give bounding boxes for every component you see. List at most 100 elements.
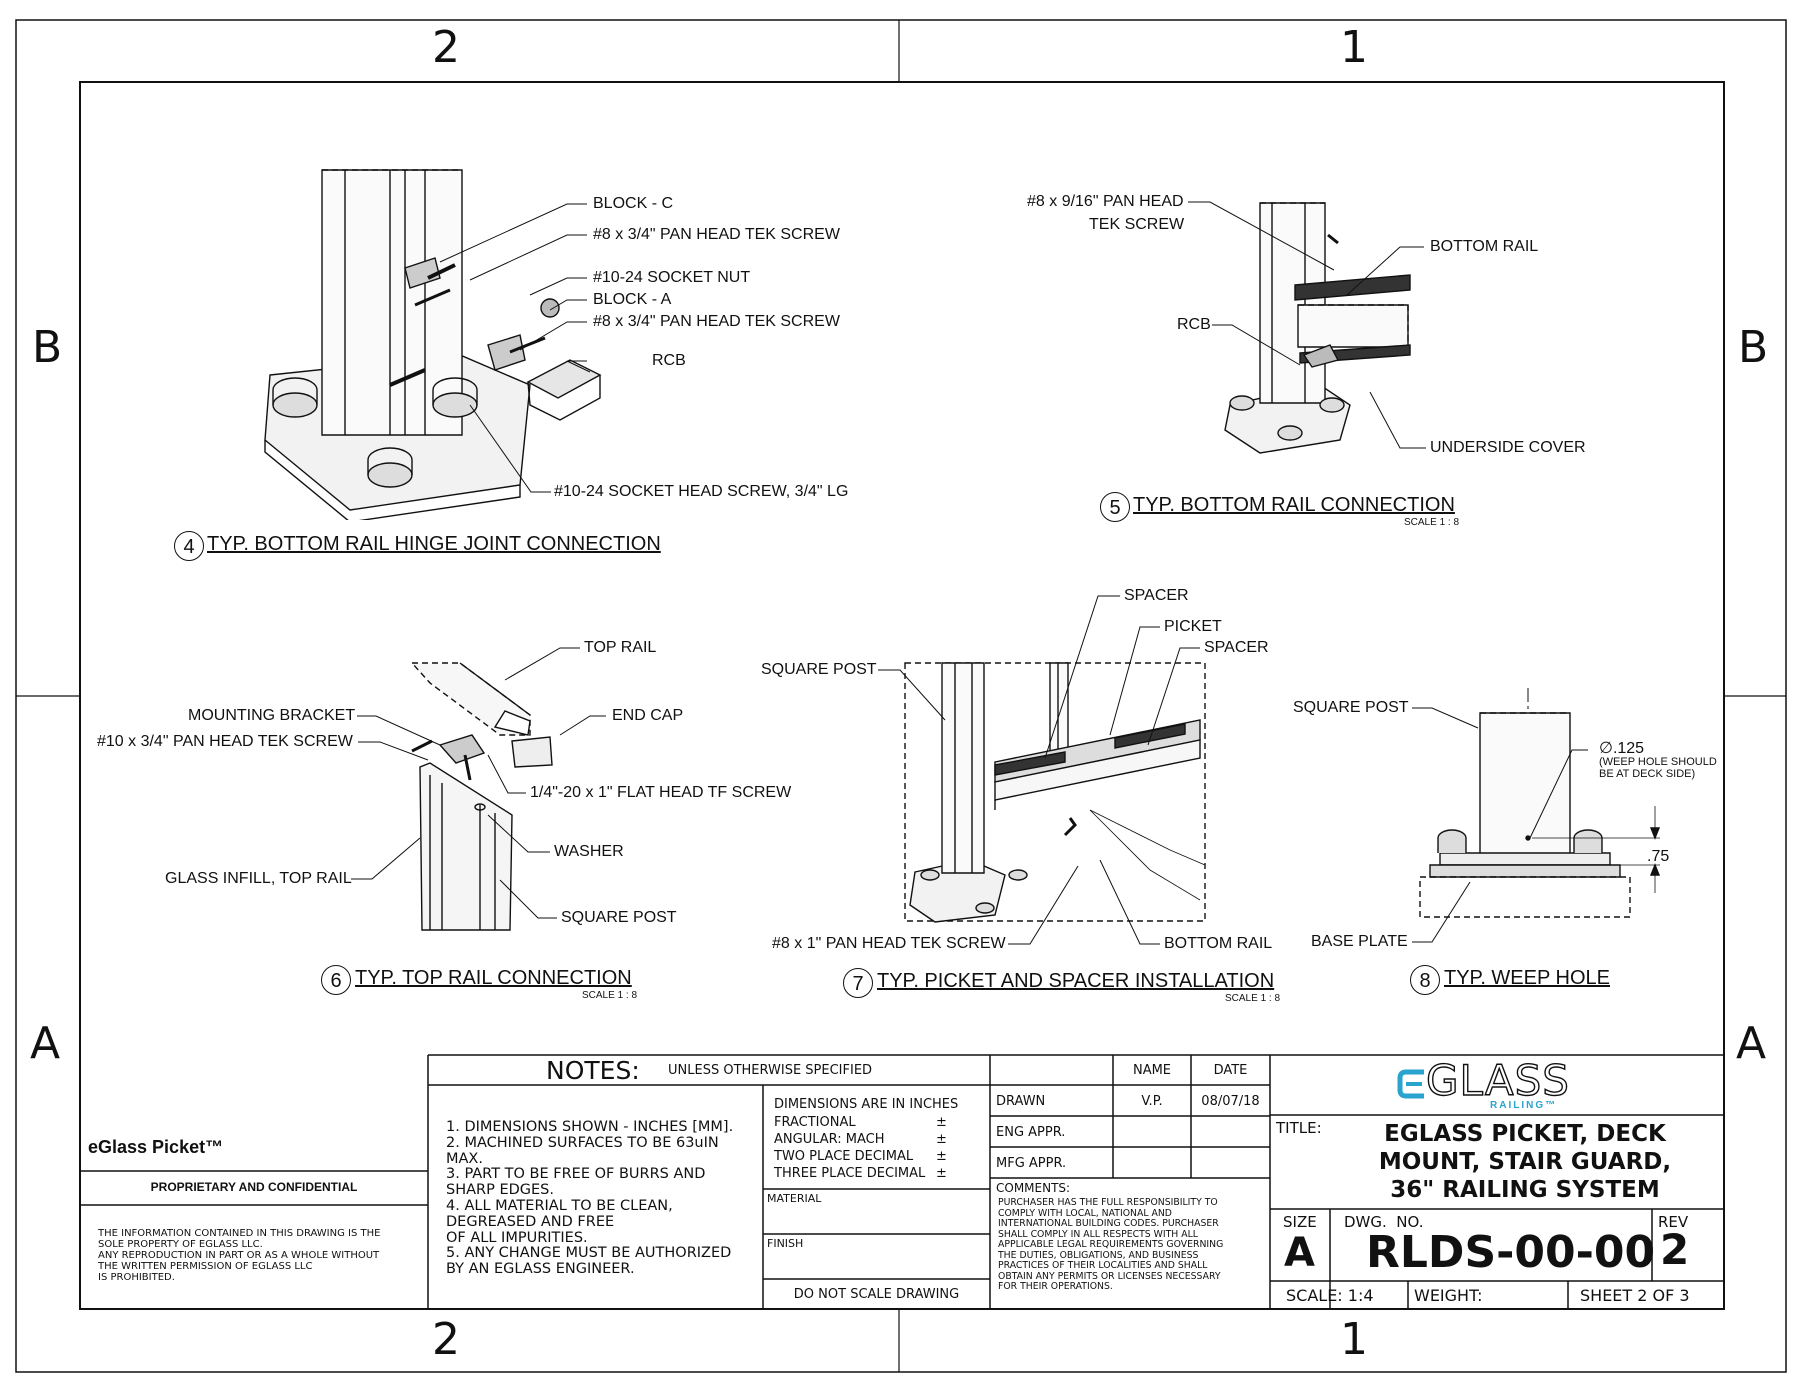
view8-number: 8: [1410, 965, 1440, 995]
material-label: MATERIAL: [767, 1192, 822, 1205]
zone-label-right-a: A: [1736, 1018, 1767, 1069]
sheet-value: SHEET 2 OF 3: [1580, 1286, 1690, 1305]
name-header: NAME: [1132, 1063, 1172, 1078]
view5-number: 5: [1100, 492, 1130, 522]
logo-e-icon: [1396, 1066, 1428, 1100]
view7-number: 7: [843, 968, 873, 998]
view4-illustration: [250, 160, 670, 520]
title-line: EGLASS PICKET, DECK: [1384, 1121, 1666, 1147]
comment-line: PURCHASER HAS THE FULL RESPONSIBILITY TO: [998, 1197, 1218, 1208]
view4-number: 4: [174, 531, 204, 561]
tolerance-label: FRACTIONAL: [774, 1115, 856, 1130]
note-line: 2. MACHINED SURFACES TO BE 63uIN: [446, 1134, 719, 1151]
callout-pan-head-916: #8 x 9/16" PAN HEAD: [1027, 193, 1184, 210]
comment-line: SHALL COMPLY IN ALL RESPECTS WITH ALL: [998, 1228, 1198, 1240]
note-line: MAX.: [446, 1150, 483, 1167]
proprietary-heading: PROPRIETARY AND CONFIDENTIAL: [150, 1180, 358, 1194]
callout-rcb-5: RCB: [1177, 316, 1211, 333]
note-line: 1. DIMENSIONS SHOWN - INCHES [MM].: [446, 1119, 734, 1135]
callout-pan-head-screw-1: #8 x 3/4" PAN HEAD TEK SCREW: [593, 226, 840, 243]
dwg-no-value: RLDS-00-00: [1366, 1227, 1656, 1278]
callout-picket: PICKET: [1164, 618, 1222, 635]
tolerance-rows: FRACTIONAL± ANGULAR: MACH ± TWO PLACE DEC…: [774, 1114, 984, 1182]
size-value: A: [1284, 1230, 1315, 1276]
scale-value: SCALE: 1:4: [1286, 1286, 1374, 1305]
title-label: TITLE:: [1276, 1119, 1322, 1137]
callout-mounting-bracket: MOUNTING BRACKET: [188, 707, 356, 724]
zone-label-right-b: B: [1738, 322, 1769, 373]
drawn-name: V.P.: [1141, 1094, 1163, 1109]
rev-label: REV: [1658, 1213, 1689, 1231]
title-line: 36" RAILING SYSTEM: [1390, 1177, 1660, 1203]
comment-line: FOR THEIR OPERATIONS.: [998, 1281, 1113, 1292]
callout-square-post-8: SQUARE POST: [1293, 699, 1409, 716]
callout-top-rail: TOP RAIL: [584, 639, 657, 656]
weight-label: WEIGHT:: [1414, 1286, 1483, 1305]
callout-socket-nut: #10-24 SOCKET NUT: [593, 269, 751, 286]
note-line: 4. ALL MATERIAL TO BE CLEAN,: [446, 1197, 673, 1214]
callout-square-post-7: SQUARE POST: [761, 661, 877, 678]
callout-block-c: BLOCK - C: [593, 195, 674, 212]
logo-subtext: RAILING™: [1490, 1100, 1558, 1111]
logo-text: GLASS: [1425, 1056, 1570, 1105]
title-line: MOUNT, STAIR GUARD,: [1378, 1149, 1672, 1175]
note-line: BY AN EGLASS ENGINEER.: [446, 1261, 635, 1278]
callout-base-plate: BASE PLATE: [1311, 933, 1408, 950]
comment-line: OBTAIN ANY PERMITS OR LICENSES NECESSARY: [998, 1270, 1221, 1282]
eng-appr-label: ENG APPR.: [996, 1125, 1066, 1140]
tolerance-label: THREE PLACE DECIMAL: [774, 1166, 926, 1181]
callout-block-a: BLOCK - A: [593, 291, 672, 308]
tolerance-row: THREE PLACE DECIMAL±: [774, 1165, 984, 1182]
proprietary-text: THE INFORMATION CONTAINED IN THIS DRAWIN…: [98, 1228, 418, 1283]
callout-10-pan-head-screw: #10 x 3/4" PAN HEAD TEK SCREW: [97, 733, 353, 750]
view6-title: TYP. TOP RAIL CONNECTION: [355, 967, 632, 989]
tolerance-symbol: ±: [936, 1149, 947, 1164]
proprietary-line: IS PROHIBITED.: [98, 1272, 175, 1283]
proprietary-line: ANY REPRODUCTION IN PART OR AS A WHOLE W…: [98, 1250, 380, 1261]
company-logo: GLASS RAILING™: [1390, 1056, 1600, 1114]
note-line: DEGREASED AND FREE: [446, 1213, 615, 1230]
callout-bottom-rail: BOTTOM RAIL: [1430, 238, 1539, 255]
finish-label: FINISH: [767, 1237, 804, 1250]
note-line: 5. ANY CHANGE MUST BE AUTHORIZED: [446, 1245, 732, 1262]
view8-illustration: [1400, 688, 1730, 938]
tolerance-label: ANGULAR: MACH: [774, 1132, 885, 1147]
date-header: DATE: [1213, 1063, 1248, 1078]
comment-line: THE DUTIES, OBLIGATIONS, AND BUSINESS: [998, 1249, 1199, 1261]
drawn-date: 08/07/18: [1201, 1094, 1260, 1109]
view5-illustration: [1220, 195, 1440, 455]
callout-weep-hole-diameter: ∅.125: [1599, 740, 1645, 757]
callout-weep-hole-note-2: BE AT DECK SIDE): [1599, 768, 1696, 780]
dimension-075: .75: [1647, 848, 1670, 865]
comment-line: COMPLY WITH LOCAL, NATIONAL AND: [998, 1207, 1172, 1219]
dwg-no-label: DWG. NO.: [1344, 1213, 1424, 1231]
callout-tek-screw: TEK SCREW: [1089, 216, 1185, 233]
view7-scale: SCALE 1 : 8: [1225, 993, 1281, 1004]
callout-bottom-rail-7: BOTTOM RAIL: [1164, 935, 1273, 952]
note-line: OF ALL IMPURITIES.: [446, 1229, 588, 1246]
view5-scale: SCALE 1 : 8: [1404, 517, 1460, 528]
view5-title: TYP. BOTTOM RAIL CONNECTION: [1133, 494, 1455, 516]
drawing-title: EGLASS PICKET, DECK MOUNT, STAIR GUARD, …: [1330, 1120, 1720, 1204]
callout-8x1-pan-head-screw: #8 x 1" PAN HEAD TEK SCREW: [772, 935, 1006, 952]
comment-line: PRACTICES OF THEIR LOCALITIES AND SHALL: [998, 1260, 1208, 1271]
view7-illustration: [900, 660, 1210, 925]
notes-list: 1. DIMENSIONS SHOWN - INCHES [MM]. 2. MA…: [446, 1119, 734, 1278]
drawn-label: DRAWN: [996, 1094, 1046, 1109]
view6-illustration: [400, 655, 600, 935]
view7-title: TYP. PICKET AND SPACER INSTALLATION: [877, 970, 1275, 992]
tolerance-row: TWO PLACE DECIMAL±: [774, 1148, 984, 1165]
notes-subheading: UNLESS OTHERWISE SPECIFIED: [668, 1063, 873, 1078]
tolerance-row: FRACTIONAL±: [774, 1114, 984, 1131]
size-label: SIZE: [1283, 1213, 1317, 1231]
callout-flat-head-screw: 1/4"-20 x 1" FLAT HEAD TF SCREW: [530, 784, 792, 801]
callout-end-cap: END CAP: [612, 707, 684, 724]
comment-line: INTERNATIONAL BUILDING CODES. PURCHASER: [998, 1218, 1219, 1229]
